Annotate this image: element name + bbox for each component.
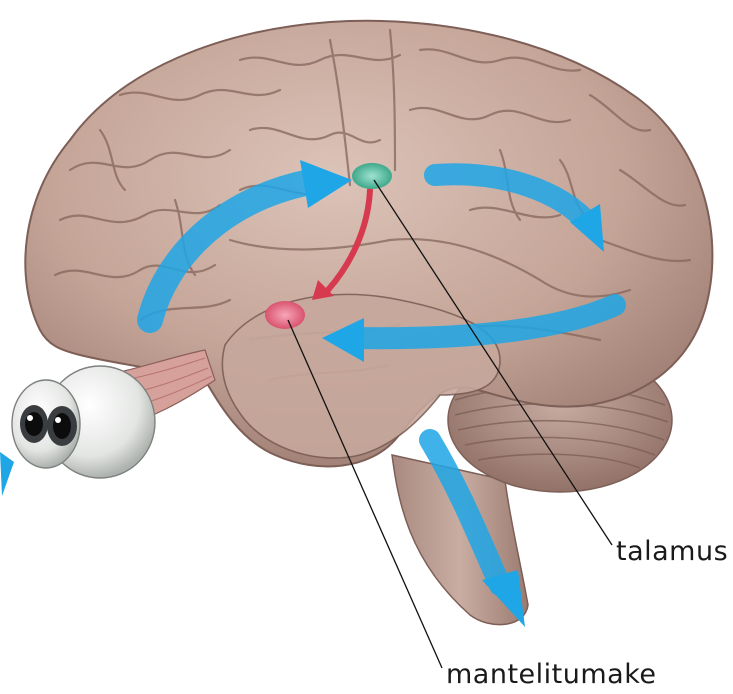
amygdala-marker	[265, 301, 305, 329]
thalamus-marker	[352, 163, 392, 189]
eye-icon	[12, 366, 155, 478]
thalamus-label: talamus	[616, 536, 728, 567]
amygdala-label: mantelitumake	[446, 659, 657, 690]
incoming-arrow	[0, 452, 14, 496]
